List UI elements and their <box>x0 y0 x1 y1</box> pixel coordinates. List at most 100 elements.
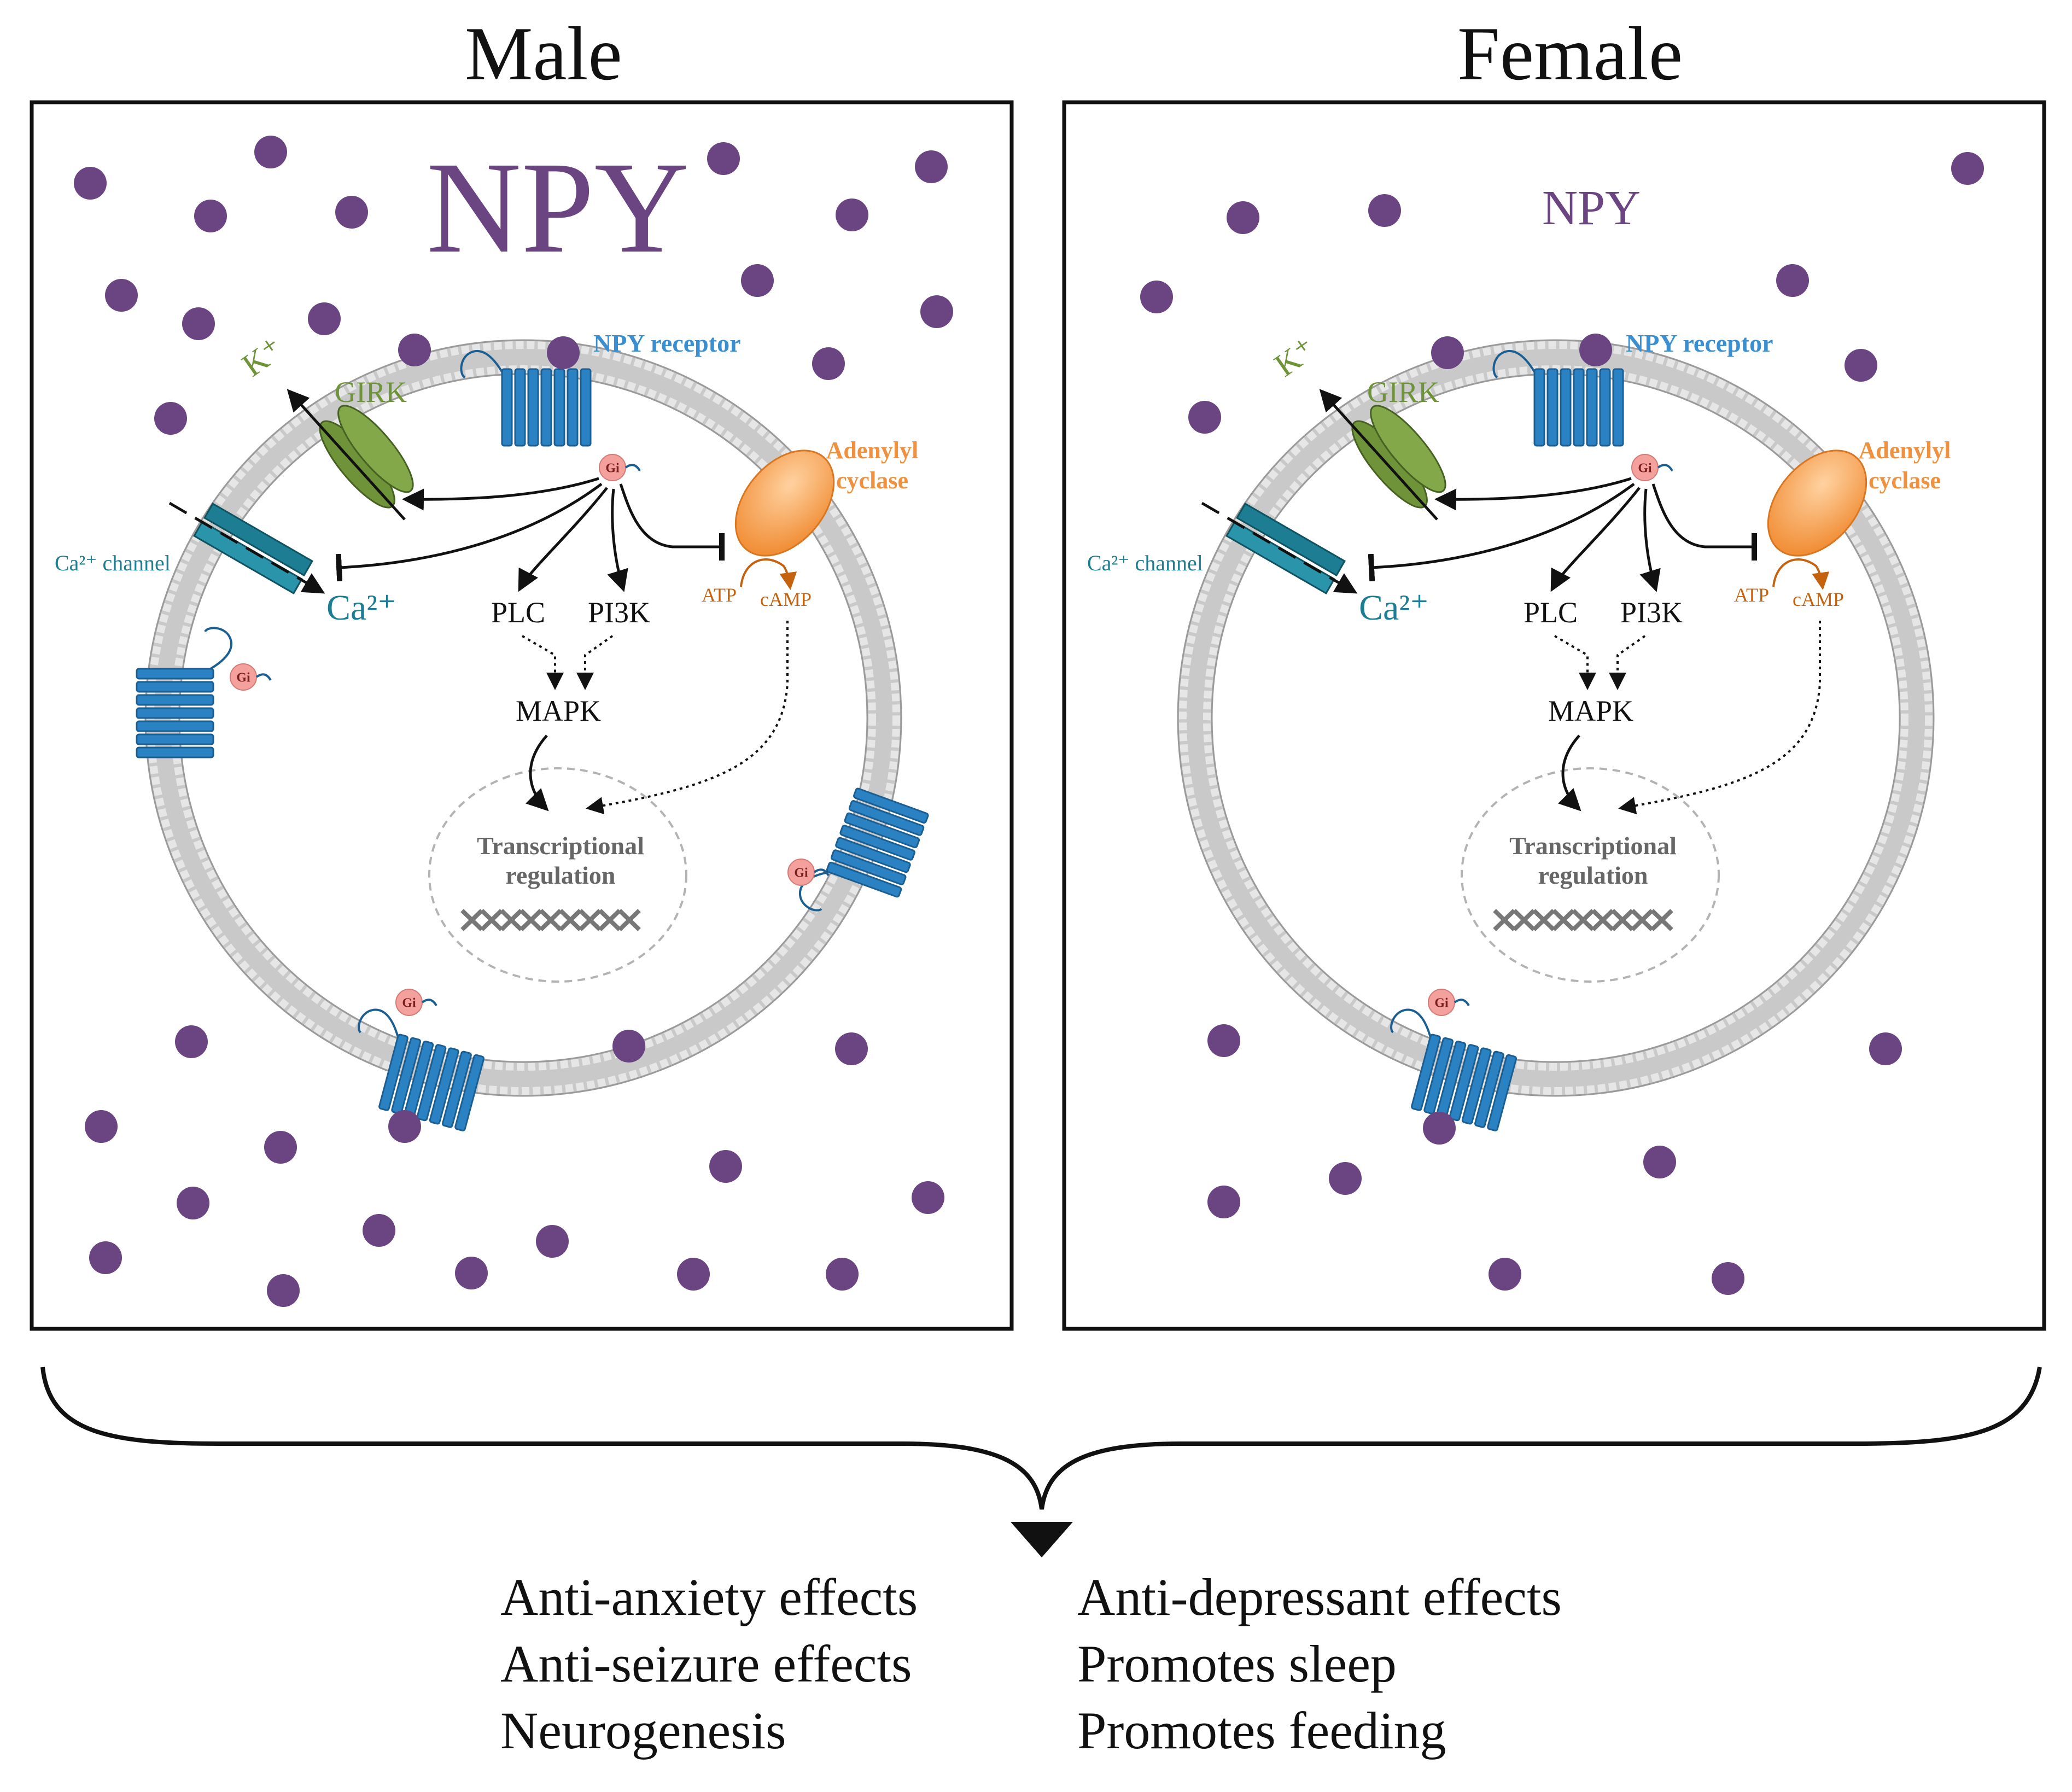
effect-item: Anti-anxiety effects <box>500 1568 918 1626</box>
npy-molecule <box>1227 201 1259 234</box>
ca-ion-label: Ca²⁺ <box>1359 588 1429 628</box>
camp-label: cAMP <box>1793 588 1844 610</box>
npy-molecule <box>741 264 774 297</box>
mapk-label: MAPK <box>516 694 601 727</box>
pi3k-to-mapk-arrow <box>1609 635 1646 690</box>
camp-to-nucleus-arrow <box>586 621 789 815</box>
npy-molecule <box>1207 1186 1240 1218</box>
gi-inhibits-ca-line <box>335 482 603 582</box>
gi-to-plc-arrow <box>1550 487 1641 592</box>
npy-molecule <box>1140 281 1173 313</box>
npy-molecule <box>267 1274 300 1307</box>
effect-item: Anti-seizure effects <box>500 1635 912 1693</box>
npy-molecule <box>836 199 868 231</box>
npy-molecule <box>1207 1024 1240 1057</box>
npy-molecule <box>1489 1258 1521 1291</box>
adenylyl-label-2: cyclase <box>1869 467 1941 494</box>
nucleus <box>428 767 687 983</box>
gi-to-pi3k-arrow <box>607 488 628 592</box>
panel-title-male: Male <box>465 11 622 96</box>
gi-protein-bottom: Gi <box>395 989 437 1016</box>
plc-to-mapk-arrow <box>1554 635 1596 690</box>
npy-molecule <box>177 1187 209 1219</box>
npy-receptor-bottom <box>1390 1008 1517 1131</box>
npy-molecule <box>1712 1262 1744 1295</box>
gi-label: Gi <box>605 461 620 475</box>
atp-to-camp-arrow <box>1772 558 1830 590</box>
camp-label: cAMP <box>760 588 812 610</box>
npy-molecule <box>455 1257 488 1289</box>
pi3k-label: PI3K <box>1620 596 1683 629</box>
k-efflux-arrow <box>1319 389 1438 521</box>
gi-to-girk-arrow <box>1434 477 1632 511</box>
npy-molecule <box>363 1214 395 1247</box>
npy-molecule <box>912 1181 944 1214</box>
atp-label: ATP <box>702 584 737 606</box>
ca-channel-label: Ca²⁺ channel <box>1087 551 1203 575</box>
dna-helix <box>1493 909 1673 931</box>
npy-molecule <box>264 1131 297 1164</box>
ca-channel-label: Ca²⁺ channel <box>55 551 171 575</box>
pi3k-to-mapk-arrow <box>576 635 614 690</box>
bottom-brace <box>40 1367 2042 1510</box>
npy-molecule <box>1869 1032 1902 1065</box>
girk-label: GIRK <box>335 376 407 408</box>
gi-to-plc-arrow <box>518 487 608 592</box>
npy-molecule <box>920 295 953 328</box>
ca-ion-label: Ca²⁺ <box>326 588 396 628</box>
npy-molecule <box>915 150 948 183</box>
npy-molecule <box>709 1150 742 1183</box>
npy-molecule <box>175 1025 208 1058</box>
npy-molecule <box>388 1110 421 1143</box>
dna-helix <box>460 909 641 931</box>
npy-molecule <box>308 302 341 335</box>
npy-molecule <box>194 200 227 232</box>
pi3k-label: PI3K <box>588 596 650 629</box>
npy-molecule <box>1188 401 1221 434</box>
gi-to-pi3k-arrow <box>1639 488 1661 592</box>
adenylyl-label-2: cyclase <box>836 467 908 494</box>
npy-molecule <box>826 1258 859 1291</box>
gi-inhibits-ca-line <box>1368 482 1635 582</box>
gi-protein-top: Gi <box>599 454 641 481</box>
gi-inhibits-ac-line <box>1651 483 1757 561</box>
npy-molecule <box>677 1258 710 1291</box>
npy-molecules <box>74 136 953 1307</box>
transcription-label-2: regulation <box>1538 861 1648 889</box>
npy-receptor-top <box>460 349 592 447</box>
npy-receptor-left <box>136 627 233 758</box>
npy-molecule <box>1951 152 1984 185</box>
atp-label: ATP <box>1734 584 1769 606</box>
cell-membrane <box>1177 339 1935 1097</box>
npy-molecule <box>536 1225 569 1258</box>
npy-molecule <box>812 347 845 380</box>
npy-molecule <box>1423 1112 1456 1145</box>
npy-molecule <box>74 167 107 200</box>
gi-label: Gi <box>402 996 416 1010</box>
gi-inhibits-ac-line <box>619 483 725 561</box>
npy-molecule <box>105 279 138 312</box>
npy-molecule <box>398 334 431 366</box>
transcription-label-2: regulation <box>505 861 615 889</box>
calcium-channel <box>1225 503 1346 594</box>
girk-label: GIRK <box>1367 376 1439 408</box>
brace-arrowhead <box>1011 1522 1073 1557</box>
nucleus <box>1461 767 1720 983</box>
npy-molecule <box>1579 334 1612 366</box>
gi-protein-bottom: Gi <box>1428 989 1470 1016</box>
plc-label: PLC <box>491 596 545 629</box>
gi-label: Gi <box>794 866 808 880</box>
npy-receptor-top <box>1492 349 1624 447</box>
adenylyl-label-1: Adenylyl <box>1859 437 1951 464</box>
npy-molecule <box>612 1030 645 1063</box>
npy-molecule <box>707 142 740 175</box>
k-efflux-arrow <box>287 389 406 521</box>
npy-molecule <box>1776 264 1809 297</box>
npy-molecule <box>254 136 287 168</box>
effect-item: Neurogenesis <box>500 1701 786 1760</box>
adenylyl-label-1: Adenylyl <box>826 437 919 464</box>
